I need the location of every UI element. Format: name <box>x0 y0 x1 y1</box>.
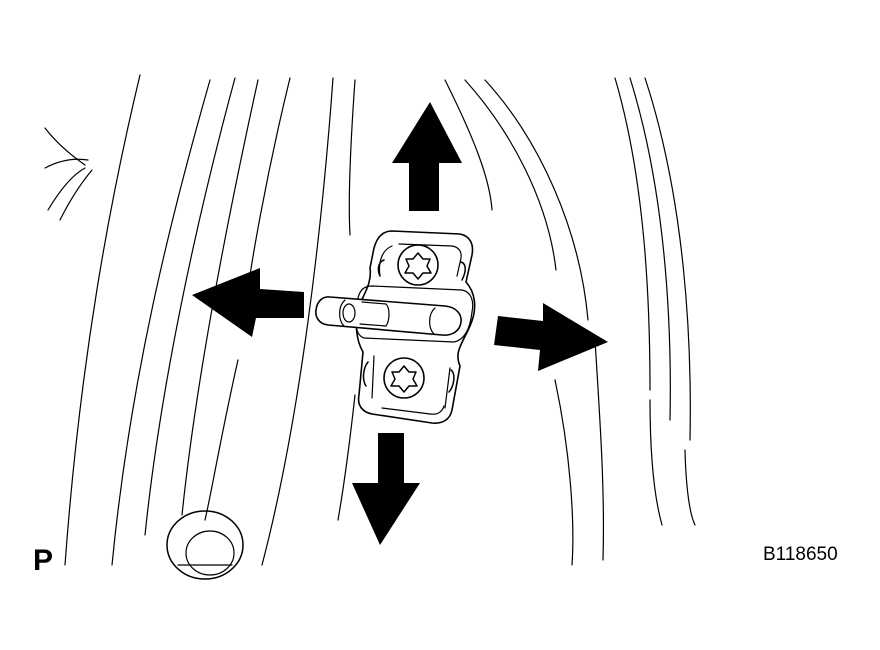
torx-screw-icon <box>383 357 425 399</box>
door-lock-striker-icon <box>315 230 476 424</box>
figure-id: B118650 <box>763 544 838 565</box>
arrow-down-icon <box>352 433 420 545</box>
torx-screw-icon <box>397 244 439 286</box>
arrow-right-icon <box>494 303 608 371</box>
view-label: P <box>33 544 54 577</box>
arrow-left-icon <box>192 268 304 337</box>
arrow-up-icon <box>392 102 462 211</box>
body-panel-lines <box>44 74 696 580</box>
